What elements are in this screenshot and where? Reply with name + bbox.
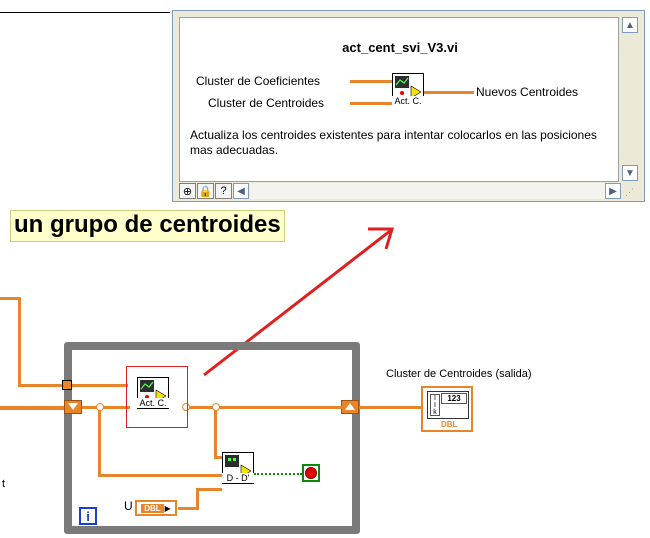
- indicator-label: Cluster de Centroides (salida): [386, 368, 532, 380]
- wire: [214, 406, 217, 458]
- input-label-coeficientes: Cluster de Coeficientes: [196, 74, 321, 88]
- resize-grip-icon[interactable]: ⋰: [625, 187, 634, 197]
- subvi-caption: Act. C.: [392, 96, 424, 106]
- control-label-u: U: [124, 499, 133, 513]
- stop-terminal-icon[interactable]: [302, 464, 320, 482]
- scroll-left-icon[interactable]: ◀: [233, 183, 249, 199]
- indicator-numeric: 123: [441, 393, 467, 404]
- wire-stub: [350, 80, 392, 83]
- shift-register-left-icon[interactable]: [64, 400, 82, 414]
- wire: [82, 406, 130, 409]
- wire-junction: [182, 403, 190, 411]
- arrow-right-icon: ▶: [164, 503, 171, 513]
- wire: [188, 406, 342, 409]
- wire: [178, 507, 198, 510]
- wire: [18, 297, 21, 387]
- wire-junction: [96, 403, 104, 411]
- subvi-distance-caption: D - D': [222, 473, 254, 483]
- subvi-graphic-icon: [395, 76, 422, 99]
- wire: [359, 406, 421, 409]
- context-help-window[interactable]: act_cent_svi_V3.vi Cluster de Coeficient…: [172, 10, 645, 202]
- vi-description: Actualiza los centroides existentes para…: [190, 128, 597, 157]
- wire: [0, 406, 66, 410]
- control-type: DBL: [141, 503, 164, 513]
- output-label-nuevos-centroides: Nuevos Centroides: [476, 85, 579, 99]
- vi-title: act_cent_svi_V3.vi: [342, 40, 458, 55]
- scroll-down-icon[interactable]: ▼: [622, 165, 638, 181]
- help-icon[interactable]: ?: [215, 183, 232, 199]
- scroll-up-icon[interactable]: ▲: [622, 17, 638, 33]
- show-detail-icon[interactable]: ⊕: [179, 183, 196, 199]
- scroll-right-icon[interactable]: ▶: [605, 183, 621, 199]
- lock-icon[interactable]: 🔒: [197, 183, 214, 199]
- control-u-terminal[interactable]: DBL ▶: [135, 500, 177, 516]
- wire: [0, 297, 20, 300]
- wire: [196, 488, 222, 491]
- selection-box: [126, 366, 188, 428]
- subvi-act-c-caption: Act. C.: [137, 398, 169, 408]
- annotation-arrow: [203, 227, 395, 377]
- wire: [98, 406, 101, 476]
- wire-stub: [424, 91, 474, 94]
- wire: [196, 490, 199, 510]
- while-loop-structure[interactable]: [64, 342, 360, 534]
- subvi-graphic-icon: [225, 455, 252, 478]
- input-label-centroides: Cluster de Centroides: [208, 96, 325, 110]
- partial-label: t: [2, 478, 6, 490]
- iteration-terminal-icon: i: [79, 507, 97, 525]
- indicator-type: DBL: [441, 420, 458, 429]
- horizontal-scrollbar-track[interactable]: [250, 183, 605, 199]
- wire: [214, 456, 224, 459]
- wire-stub: [350, 102, 392, 105]
- wire: [18, 384, 128, 387]
- vertical-scrollbar[interactable]: ▲ ▼: [621, 17, 639, 182]
- help-content-pane: act_cent_svi_V3.vi Cluster de Coeficient…: [179, 17, 619, 182]
- boolean-wire: [254, 473, 302, 475]
- separator-line: [0, 12, 170, 13]
- shift-register-right-icon[interactable]: [341, 400, 359, 414]
- free-label[interactable]: un grupo de centroides: [10, 210, 285, 242]
- wire-junction: [212, 403, 220, 411]
- wire: [98, 474, 222, 477]
- tunnel-icon[interactable]: [62, 380, 72, 390]
